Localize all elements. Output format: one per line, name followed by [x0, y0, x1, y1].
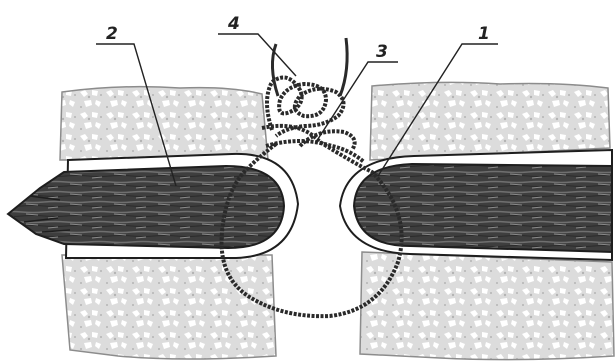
callout-label-1: 1: [478, 24, 490, 44]
callout-label-4: 4: [227, 14, 240, 34]
leader-line-4: [218, 34, 296, 76]
callout-label-3: 3: [376, 42, 388, 62]
right-nerve-stump: [354, 164, 612, 252]
callout-label-2: 2: [106, 24, 118, 44]
left-nerve-stump: [8, 166, 284, 248]
